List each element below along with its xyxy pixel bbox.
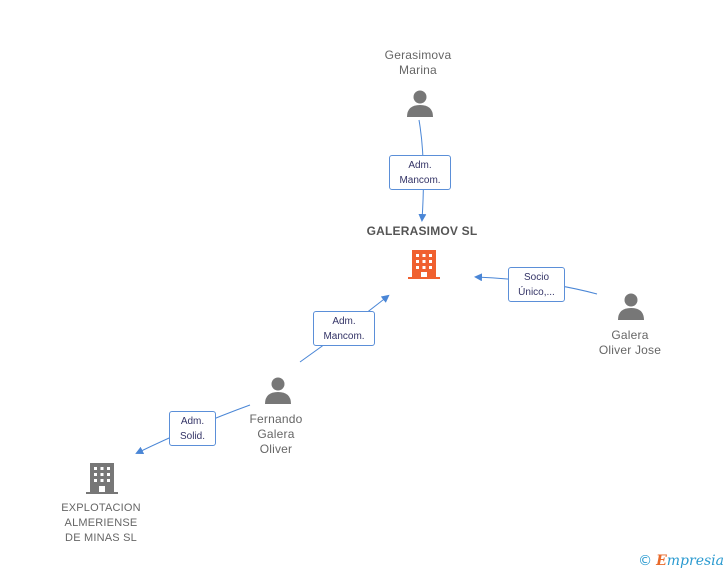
brand-initial: E <box>656 553 667 569</box>
company-explotacion-label[interactable]: EXPLOTACION ALMERIENSE DE MINAS SL <box>61 502 141 544</box>
person-fernando-label[interactable]: Fernando Galera Oliver <box>249 412 303 456</box>
edge-label-galera-company[interactable]: Socio Único,... <box>508 267 565 302</box>
person-name-line1: Gerasimova <box>384 48 452 62</box>
company-galerasimov-label[interactable]: GALERASIMOV SL <box>366 224 478 238</box>
person-galera-oliver-jose-label[interactable]: Galera Oliver Jose <box>598 328 662 357</box>
edge-label-gerasimova-company[interactable]: Adm. Mancom. <box>389 155 451 190</box>
person-icon[interactable] <box>264 376 292 404</box>
copyright-symbol: © <box>638 553 653 569</box>
brand-name: mpresia <box>666 553 724 569</box>
person-icon[interactable] <box>406 89 434 117</box>
brand-logo: ©Empresia <box>638 553 724 569</box>
person-gerasimova-label[interactable]: Gerasimova Marina <box>370 48 466 78</box>
edge-label-fernando-explotacion[interactable]: Adm. Solid. <box>169 411 216 446</box>
building-icon[interactable] <box>408 248 440 280</box>
building-icon[interactable] <box>86 461 118 495</box>
person-name-line2: Marina <box>399 63 437 77</box>
edge-label-fernando-company[interactable]: Adm. Mancom. <box>313 311 375 346</box>
person-icon[interactable] <box>617 292 645 320</box>
